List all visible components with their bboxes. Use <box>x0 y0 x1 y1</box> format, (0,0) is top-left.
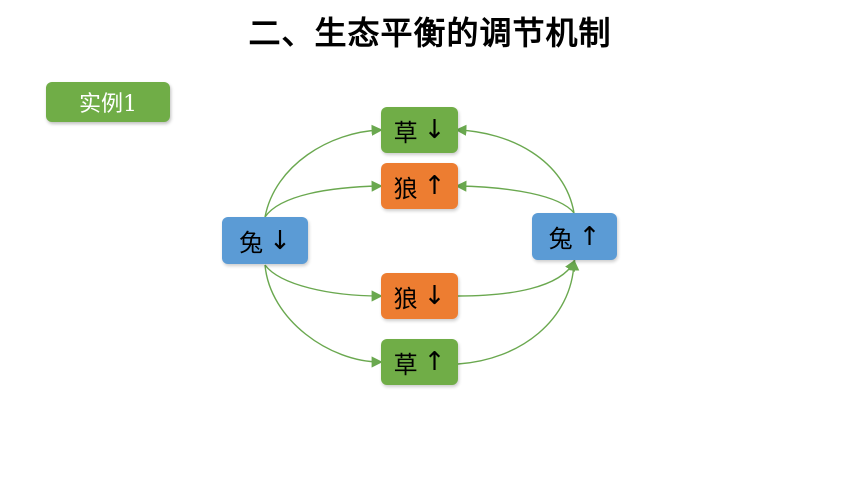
node-label: 草 <box>393 118 418 147</box>
page-title: 二、生态平衡的调节机制 <box>248 14 612 52</box>
connector-rabbit-up-to-wolf-up <box>455 180 575 214</box>
example-badge[interactable]: 实例1 <box>46 82 170 122</box>
up-arrow-icon: ↑ <box>578 221 601 252</box>
node-grass-up[interactable]: 草 ↑ <box>381 339 458 385</box>
node-wolf-down[interactable]: 狼 ↓ <box>381 273 458 319</box>
node-wolf-up[interactable]: 狼 ↑ <box>381 163 458 209</box>
up-arrow-icon: ↑ <box>423 347 446 377</box>
up-arrow-icon: ↑ <box>423 171 446 201</box>
node-label: 狼 <box>393 284 418 313</box>
connector-rabbit-down-to-grass-down <box>264 124 383 218</box>
connector-rabbit-down-to-wolf-up <box>264 180 383 218</box>
node-label: 草 <box>393 350 418 379</box>
node-label: 狼 <box>393 174 418 203</box>
down-arrow-icon: ↓ <box>269 225 291 256</box>
down-arrow-icon: ↓ <box>423 281 446 311</box>
connector-grass-up-to-rabbit-up <box>457 259 580 365</box>
connector-rabbit-down-to-grass-up <box>264 264 383 368</box>
node-label: 兔 <box>548 225 573 253</box>
example-badge-label: 实例1 <box>79 92 137 117</box>
node-label: 兔 <box>239 229 264 257</box>
node-rabbit-down[interactable]: 兔 ↓ <box>222 217 308 264</box>
connector-wolf-down-to-rabbit-up <box>457 259 576 297</box>
connector-rabbit-up-to-grass-down <box>455 124 575 214</box>
node-rabbit-up[interactable]: 兔 ↑ <box>532 213 617 260</box>
connector-rabbit-down-to-wolf-down <box>264 264 383 302</box>
node-grass-down[interactable]: 草 ↓ <box>381 107 458 153</box>
down-arrow-icon: ↓ <box>423 115 446 145</box>
